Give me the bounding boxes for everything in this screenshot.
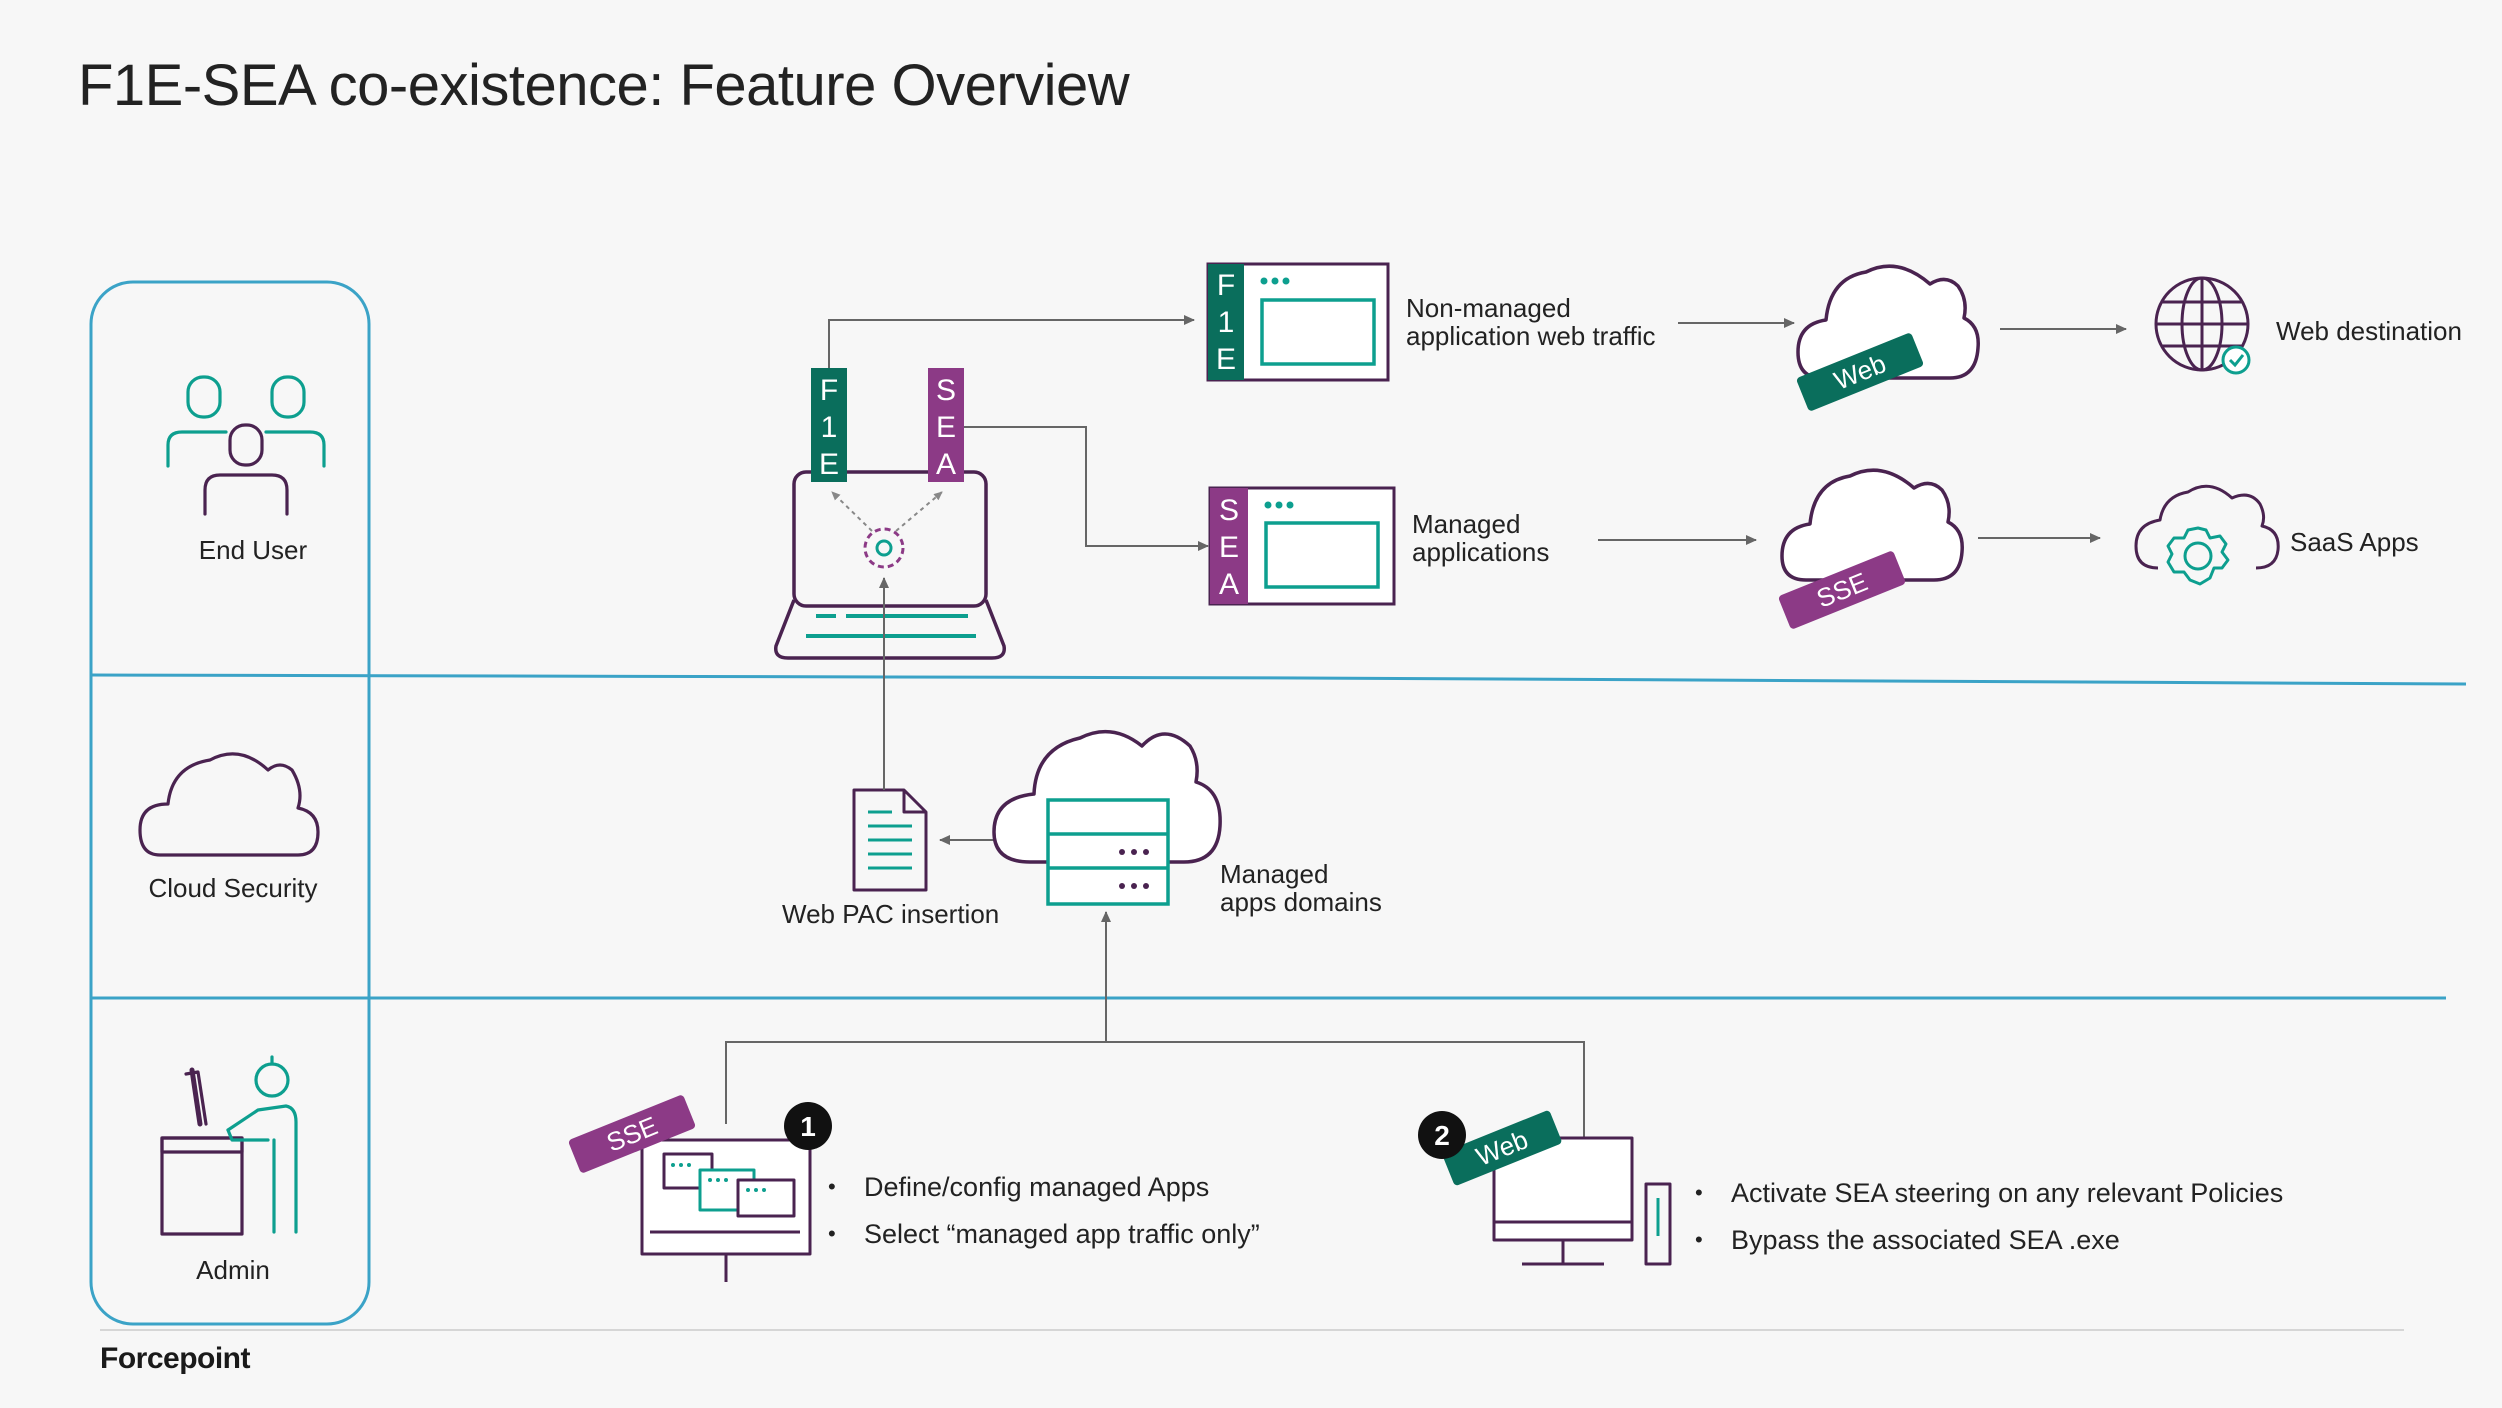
laptop-icon [774, 470, 1006, 660]
managed-apps-label-line2: applications [1412, 537, 1550, 567]
non-managed-label-line1: Non-managed [1406, 293, 1571, 323]
step2-bullet-1: Activate SEA steering on any relevant Po… [1695, 1178, 2283, 1209]
step2-number-badge: 2 [1418, 1111, 1466, 1159]
step1-bullet-1: Define/config managed Apps [828, 1172, 1209, 1203]
f1eLaptopLetters-letter: F [820, 374, 838, 407]
sea-agent-tag [928, 368, 964, 482]
non-managed-label-line2: application web traffic [1406, 321, 1656, 351]
people-icon [166, 375, 326, 516]
web-destination-label: Web destination [2276, 316, 2462, 346]
seaWinLetters-letter: E [1219, 531, 1239, 564]
sea-agent-label: SEA [936, 374, 956, 481]
sea-window-label: SEA [1219, 494, 1239, 601]
page-title: F1E-SEA co-existence: Feature Overview [78, 53, 1130, 118]
step2-number: 2 [1434, 1120, 1450, 1151]
web-cloud-icon [1796, 264, 1980, 380]
f1eWinLetters-letter: F [1217, 269, 1235, 302]
forcepoint-logo: Forcepoint [100, 1342, 251, 1375]
f1e-window-label: F 1E [1216, 269, 1236, 376]
globe-check-icon [2154, 276, 2251, 375]
seaLaptopLetters-letter: S [936, 374, 956, 407]
managed-domains-label: Managed apps domains [1220, 860, 1382, 916]
non-managed-label: Non-managed application web traffic [1406, 294, 1656, 350]
seaWinLetters-letter: A [1219, 568, 1239, 601]
f1e-flow-arrow [828, 315, 1195, 368]
seaLaptopLetters-letter: E [936, 411, 956, 444]
sea-browser-window [1208, 486, 1396, 606]
step1-number-badge: 1 [784, 1102, 832, 1150]
f1e-agent-label: F 1E [819, 374, 839, 481]
saas-apps-label: SaaS Apps [2290, 527, 2419, 557]
seaLaptopLetters-letter: A [936, 448, 956, 481]
pac-insertion-label: Web PAC insertion [782, 899, 1000, 929]
f1e-agent-tag [811, 368, 847, 482]
admin-connector-line [725, 1041, 1585, 1140]
f1eLaptopLetters-letter: E [819, 448, 839, 481]
swimlane-frame [89, 280, 2467, 1326]
f1eWinLetters-letter: 1 [1218, 306, 1235, 339]
f1e-browser-window [1206, 262, 1390, 382]
managed-domains-line1: Managed [1220, 859, 1329, 889]
managed-domains-cloud-icon [992, 729, 1222, 906]
step1-number: 1 [800, 1111, 816, 1142]
seaWinLetters-letter: S [1219, 494, 1239, 527]
managed-domains-line2: apps domains [1220, 887, 1382, 917]
admin-workstation-icon [160, 1055, 298, 1236]
pac-document-icon [852, 788, 928, 892]
f1eWinLetters-letter: E [1216, 343, 1236, 376]
lane-label-admin: Admin [196, 1255, 270, 1285]
lane-label-end-user: End User [198, 535, 308, 565]
sea-flow-arrow [964, 426, 1209, 551]
sse-cloud-icon [1780, 468, 1964, 582]
cloud-icon [138, 752, 320, 857]
admin-console-icon [640, 1138, 812, 1282]
managed-apps-label: Managed applications [1412, 510, 1549, 566]
step2-bullet-2: Bypass the associated SEA .exe [1695, 1225, 2120, 1256]
saas-cloud-gear-icon [2134, 484, 2280, 586]
step1-bullet-2: Select “managed app traffic only” [828, 1219, 1260, 1250]
f1eLaptopLetters-letter: 1 [821, 411, 838, 444]
managed-apps-label-line1: Managed [1412, 509, 1521, 539]
lane-label-cloud-security: Cloud Security [148, 873, 318, 903]
